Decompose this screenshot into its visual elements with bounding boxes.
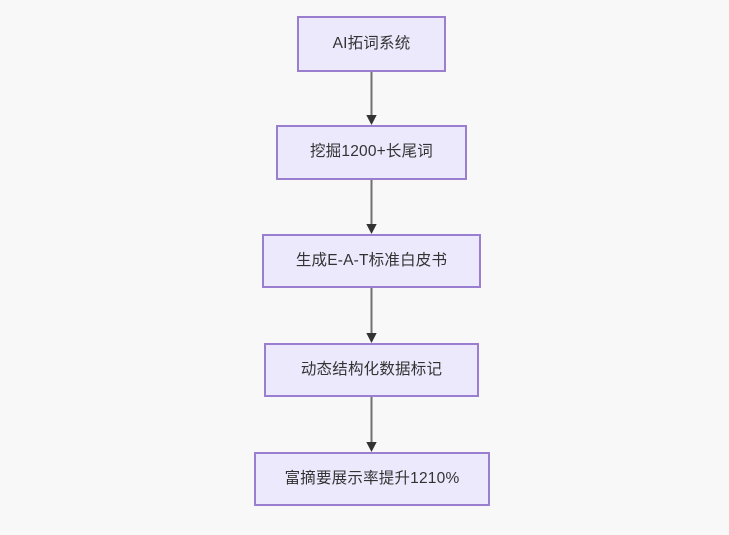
node-label: 富摘要展示率提升1210%	[284, 469, 460, 487]
edge-node3-node4	[366, 288, 377, 343]
edge-node4-node5	[366, 397, 377, 452]
flowchart-node-mine-longtail-keywords[interactable]: 挖掘1200+长尾词	[276, 125, 467, 180]
node-label: 动态结构化数据标记	[300, 360, 443, 378]
edge-node1-node2	[366, 72, 377, 125]
node-label: AI拓词系统	[332, 34, 411, 52]
edge-node2-node3	[366, 180, 377, 234]
flowchart-node-rich-snippet-rate-increase[interactable]: 富摘要展示率提升1210%	[254, 452, 490, 506]
flowchart-node-dynamic-structured-data-markup[interactable]: 动态结构化数据标记	[264, 343, 479, 397]
flowchart-node-ai-keyword-system[interactable]: AI拓词系统	[297, 16, 446, 72]
node-label: 生成E-A-T标准白皮书	[295, 251, 448, 269]
flowchart-node-generate-eat-whitepaper[interactable]: 生成E-A-T标准白皮书	[262, 234, 481, 288]
node-label: 挖掘1200+长尾词	[309, 143, 434, 161]
